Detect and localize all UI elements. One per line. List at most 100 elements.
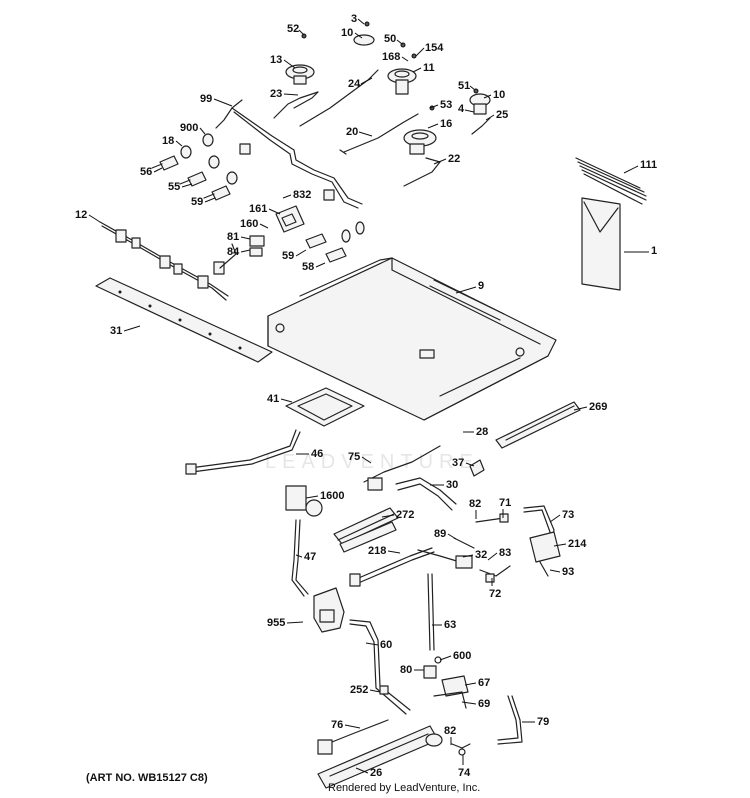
callout-label: 53 <box>440 99 452 111</box>
callout-label: 31 <box>110 325 122 337</box>
callout-label: 52 <box>287 23 299 35</box>
callout-272: 272 <box>381 509 414 521</box>
callout-56: 56 <box>140 166 163 178</box>
callout-22: 22 <box>433 153 460 165</box>
callout-1: 1 <box>624 245 657 257</box>
callout-label: 3 <box>351 13 357 25</box>
callout-label: 600 <box>453 650 471 662</box>
callout-label: 83 <box>499 547 511 559</box>
burner-box <box>267 257 557 421</box>
callout-label: 76 <box>331 719 343 731</box>
leader-line <box>283 59 296 69</box>
callout-label: 154 <box>425 42 444 54</box>
leader-line <box>487 552 498 561</box>
callout-label: 218 <box>368 545 386 557</box>
leader-line <box>439 655 452 661</box>
leader-line <box>240 236 251 240</box>
art-number: (ART NO. WB15127 C8) <box>86 772 208 784</box>
callout-label: 955 <box>267 617 285 629</box>
manual <box>581 197 621 291</box>
callout-67: 67 <box>464 677 490 689</box>
callout-74: 74 <box>458 755 471 779</box>
leader-line <box>485 114 495 121</box>
valves-knobs <box>151 133 365 263</box>
leader-line <box>412 67 422 73</box>
callout-label: 10 <box>493 89 505 101</box>
callout-32: 32 <box>462 549 487 561</box>
callout-3: 3 <box>351 13 365 25</box>
callout-161: 161 <box>249 203 281 215</box>
callout-label: 32 <box>475 549 487 561</box>
callout-218: 218 <box>368 545 401 557</box>
callout-53: 53 <box>429 99 452 111</box>
callout-13: 13 <box>270 54 296 69</box>
leader-line <box>295 554 303 558</box>
callout-label: 58 <box>302 261 314 273</box>
leader-line <box>283 93 299 96</box>
lower-assembly <box>185 429 561 789</box>
callout-80: 80 <box>400 664 424 676</box>
callout-label: 22 <box>448 153 460 165</box>
callout-label: 272 <box>396 509 414 521</box>
callout-59b: 59 <box>282 249 307 262</box>
callout-label: 41 <box>267 393 279 405</box>
callout-label: 55 <box>168 181 180 193</box>
callout-label: 16 <box>440 118 452 130</box>
callout-label: 18 <box>162 135 174 147</box>
leader-line <box>268 208 281 215</box>
callout-label: 832 <box>293 189 311 201</box>
callout-label: 59 <box>191 196 203 208</box>
callout-168: 168 <box>382 51 409 63</box>
callout-label: 82 <box>444 725 456 737</box>
leader-line <box>240 249 251 253</box>
leader-line <box>415 47 425 57</box>
callout-label: 47 <box>304 551 316 563</box>
callout-72: 72 <box>489 578 501 600</box>
callout-900: 900 <box>180 122 206 135</box>
access-panel <box>285 387 365 427</box>
leader-line <box>204 197 216 203</box>
callout-31: 31 <box>110 325 141 337</box>
side-rail <box>495 401 581 449</box>
callout-12: 12 <box>75 209 101 223</box>
callout-label: 23 <box>270 88 282 100</box>
callout-20: 20 <box>346 126 373 138</box>
callout-label: 11 <box>423 62 435 74</box>
callout-84: 84 <box>227 246 251 258</box>
callout-214: 214 <box>553 538 587 550</box>
callout-81: 81 <box>227 231 251 243</box>
cable-ties <box>575 157 647 205</box>
callout-label: 9 <box>478 280 484 292</box>
leader-line <box>298 29 305 36</box>
leader-line <box>429 104 439 109</box>
callout-label: 74 <box>458 767 471 779</box>
leader-line <box>396 39 403 45</box>
callout-label: 26 <box>370 767 382 779</box>
callout-label: 13 <box>270 54 282 66</box>
callout-4: 4 <box>458 103 475 115</box>
gas-tubes <box>215 69 491 209</box>
callout-label: 51 <box>458 80 470 92</box>
callout-label: 75 <box>348 451 360 463</box>
callout-label: 69 <box>478 698 490 710</box>
callout-label: 160 <box>240 218 258 230</box>
callout-label: 99 <box>200 93 212 105</box>
callout-23: 23 <box>270 88 299 100</box>
callout-58: 58 <box>302 261 326 273</box>
callout-label: 89 <box>434 528 446 540</box>
leader-line <box>573 406 588 411</box>
callout-252: 252 <box>350 684 381 696</box>
leader-line <box>553 543 567 547</box>
leader-line <box>358 131 373 137</box>
callout-label: 79 <box>537 716 549 728</box>
callout-50: 50 <box>384 33 403 45</box>
leader-line <box>355 767 369 774</box>
callout-label: 84 <box>227 246 240 258</box>
leader-line <box>357 18 365 25</box>
trim-strip <box>95 277 273 363</box>
leader-line <box>344 724 361 729</box>
callout-label: 161 <box>249 203 267 215</box>
leader-line <box>361 456 372 464</box>
callout-24: 24 <box>348 77 373 90</box>
